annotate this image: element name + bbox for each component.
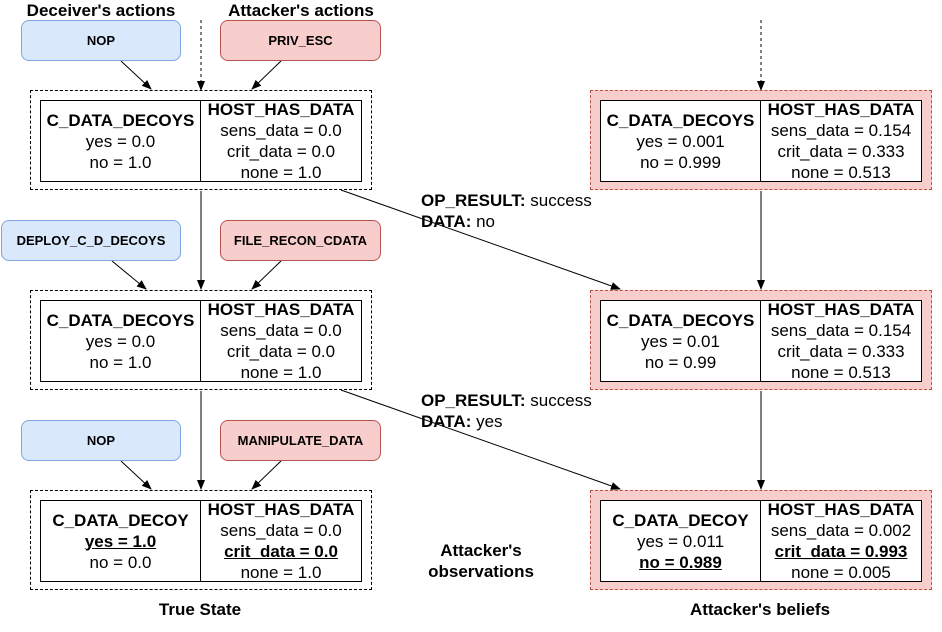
no-prob: no = 0.0 — [89, 552, 152, 572]
priv-esc-arrow — [251, 60, 282, 90]
data-label: DATA: — [421, 212, 472, 231]
yes-prob: yes = 1.0 — [84, 531, 157, 551]
yes-prob: yes = 0.001 — [636, 131, 725, 151]
belief-table-3: C_DATA_DECOY yes = 0.011 no = 0.989 HOST… — [600, 500, 922, 582]
observations-caption: Attacker's observations — [410, 540, 552, 582]
variable-title: C_DATA_DECOYS — [606, 310, 755, 330]
variable-title: HOST_HAS_DATA — [767, 500, 915, 519]
variable-title: C_DATA_DECOYS — [46, 110, 195, 130]
no-prob: no = 0.999 — [640, 152, 721, 172]
attacker-actions-header: Attacker's actions — [228, 1, 374, 20]
variable-title: HOST_HAS_DATA — [207, 100, 355, 119]
deceiver-actions-header: Deceiver's actions — [26, 1, 176, 20]
yes-prob: yes = 0.011 — [636, 531, 725, 551]
variable-title: C_DATA_DECOY — [52, 510, 189, 530]
variable-title: C_DATA_DECOY — [612, 510, 749, 530]
deceiver-action-nop-3[interactable]: NOP — [21, 420, 181, 461]
none-prob: none = 0.513 — [791, 163, 891, 182]
crit-prob: crit_data = 0.0 — [224, 542, 338, 561]
op-result-label: OP_RESULT: — [421, 191, 526, 210]
variable-title: C_DATA_DECOYS — [606, 110, 755, 130]
deceiver-action-nop-1[interactable]: NOP — [21, 20, 181, 61]
host-data-variable: HOST_HAS_DATA sens_data = 0.0 crit_data … — [201, 100, 361, 182]
crit-prob: crit_data = 0.0 — [226, 342, 336, 361]
observations-caption-line2: observations — [428, 562, 534, 581]
host-data-variable: HOST_HAS_DATA sens_data = 0.154 crit_dat… — [761, 100, 921, 182]
sens-prob: sens_data = 0.002 — [770, 521, 912, 540]
beliefs-caption: Attacker's beliefs — [689, 600, 831, 619]
true-state-table-2: C_DATA_DECOYS yes = 0.0 no = 1.0 HOST_HA… — [40, 300, 362, 382]
sens-prob: sens_data = 0.154 — [770, 321, 912, 340]
decoys-variable: C_DATA_DECOYS yes = 0.0 no = 1.0 — [41, 301, 201, 381]
variable-title: HOST_HAS_DATA — [767, 300, 915, 319]
true-state-node-2: C_DATA_DECOYS yes = 0.0 no = 1.0 HOST_HA… — [30, 290, 372, 390]
sens-prob: sens_data = 0.154 — [770, 121, 912, 140]
crit-prob: crit_data = 0.993 — [774, 542, 908, 561]
host-data-variable: HOST_HAS_DATA sens_data = 0.0 crit_data … — [201, 500, 361, 582]
op-result-value: success — [530, 191, 592, 210]
belief-node-2: C_DATA_DECOYS yes = 0.01 no = 0.99 HOST_… — [590, 290, 932, 390]
attacker-action-priv-esc[interactable]: PRIV_ESC — [220, 20, 381, 61]
observation-2-arrow — [340, 389, 621, 490]
host-data-variable: HOST_HAS_DATA sens_data = 0.154 crit_dat… — [761, 300, 921, 382]
op-result-label: OP_RESULT: — [421, 391, 526, 410]
belief-node-3: C_DATA_DECOY yes = 0.011 no = 0.989 HOST… — [590, 490, 932, 590]
yes-prob: yes = 0.0 — [85, 131, 156, 151]
observation-1: OP_RESULT: success DATA: no — [421, 190, 592, 232]
true-state-caption: True State — [158, 600, 242, 619]
attacker-action-file-recon[interactable]: FILE_RECON_CDATA — [220, 220, 381, 261]
true-state-node-3: C_DATA_DECOY yes = 1.0 no = 0.0 HOST_HAS… — [30, 490, 372, 590]
host-data-variable: HOST_HAS_DATA sens_data = 0.0 crit_data … — [201, 300, 361, 382]
decoys-variable: C_DATA_DECOY yes = 1.0 no = 0.0 — [41, 501, 201, 581]
none-prob: none = 1.0 — [240, 163, 322, 182]
sens-prob: sens_data = 0.0 — [220, 521, 342, 540]
none-prob: none = 0.005 — [791, 563, 891, 582]
attacker-action-manipulate-data[interactable]: MANIPULATE_DATA — [220, 420, 381, 461]
observation-1-arrow — [340, 189, 621, 290]
observation-2: OP_RESULT: success DATA: yes — [421, 390, 592, 432]
host-data-variable: HOST_HAS_DATA sens_data = 0.002 crit_dat… — [761, 500, 921, 582]
none-prob: none = 1.0 — [240, 563, 322, 582]
data-label: DATA: — [421, 412, 472, 431]
variable-title: HOST_HAS_DATA — [207, 300, 355, 319]
belief-table-2: C_DATA_DECOYS yes = 0.01 no = 0.99 HOST_… — [600, 300, 922, 382]
deceiver-action-deploy-decoys[interactable]: DEPLOY_C_D_DECOYS — [1, 220, 181, 261]
decoys-variable: C_DATA_DECOYS yes = 0.001 no = 0.999 — [601, 101, 761, 181]
decoys-variable: C_DATA_DECOY yes = 0.011 no = 0.989 — [601, 501, 761, 581]
none-prob: none = 1.0 — [240, 363, 322, 382]
nop1-arrow — [120, 60, 152, 90]
decoys-variable: C_DATA_DECOYS yes = 0.0 no = 1.0 — [41, 101, 201, 181]
observations-caption-line1: Attacker's — [440, 541, 522, 560]
sens-prob: sens_data = 0.0 — [220, 321, 342, 340]
variable-title: C_DATA_DECOYS — [46, 310, 195, 330]
nop3-arrow — [120, 460, 152, 490]
decoys-variable: C_DATA_DECOYS yes = 0.01 no = 0.99 — [601, 301, 761, 381]
crit-prob: crit_data = 0.333 — [777, 342, 905, 361]
no-prob: no = 1.0 — [89, 152, 152, 172]
variable-title: HOST_HAS_DATA — [767, 100, 915, 119]
yes-prob: yes = 0.0 — [85, 331, 156, 351]
none-prob: none = 0.513 — [791, 363, 891, 382]
true-state-node-1: C_DATA_DECOYS yes = 0.0 no = 1.0 HOST_HA… — [30, 90, 372, 190]
true-state-table-1: C_DATA_DECOYS yes = 0.0 no = 1.0 HOST_HA… — [40, 100, 362, 182]
crit-prob: crit_data = 0.333 — [777, 142, 905, 161]
no-prob: no = 1.0 — [89, 352, 152, 372]
true-state-table-3: C_DATA_DECOY yes = 1.0 no = 0.0 HOST_HAS… — [40, 500, 362, 582]
data-value: no — [476, 212, 496, 231]
file-recon-arrow — [251, 260, 282, 290]
sens-prob: sens_data = 0.0 — [220, 121, 342, 140]
yes-prob: yes = 0.01 — [641, 331, 720, 351]
crit-prob: crit_data = 0.0 — [226, 142, 336, 161]
op-result-value: success — [530, 391, 592, 410]
variable-title: HOST_HAS_DATA — [207, 500, 355, 519]
belief-table-1: C_DATA_DECOYS yes = 0.001 no = 0.999 HOS… — [600, 100, 922, 182]
no-prob: no = 0.989 — [639, 552, 722, 572]
belief-node-1: C_DATA_DECOYS yes = 0.001 no = 0.999 HOS… — [590, 90, 932, 190]
no-prob: no = 0.99 — [644, 352, 717, 372]
manipulate-arrow — [251, 460, 282, 490]
deploy-arrow — [111, 260, 147, 290]
data-value: yes — [476, 412, 503, 431]
